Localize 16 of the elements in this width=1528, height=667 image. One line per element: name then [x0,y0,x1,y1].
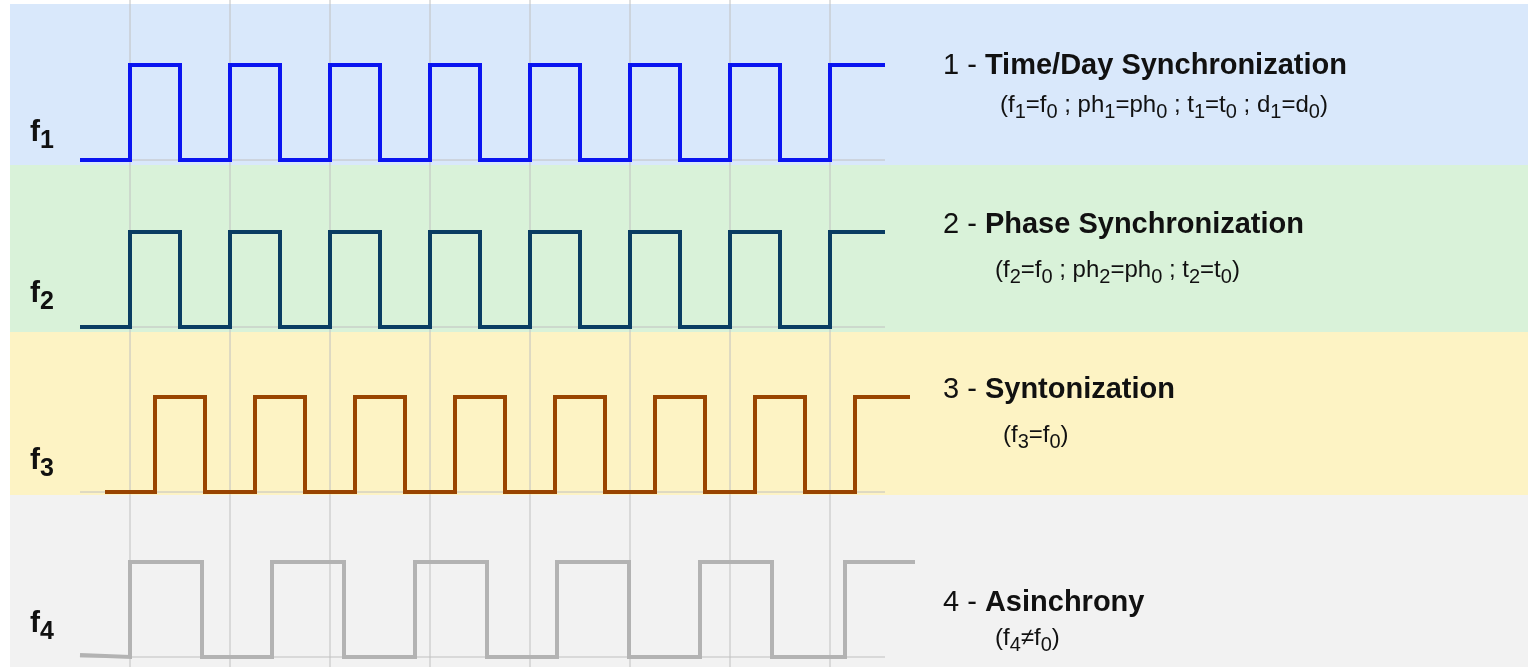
sync-type-heading: 1 - Time/Day Synchronization [943,48,1347,81]
sync-type-heading: 3 - Syntonization [943,372,1175,405]
signal-label: f$_{3}$ [30,442,54,482]
sync-condition: (f$_{4}$≠f$_{0}$) [995,623,1060,656]
signal-band [10,332,1528,495]
sync-condition: (f$_{2}$=f$_{0}$ ; ph$_{2}$=ph$_{0}$ ; t$_{2}$=t$_{0}$) [995,255,1240,288]
signal-band [10,165,1528,332]
signal-label: f$_{4}$ [30,605,54,645]
sync-condition: (f$_{3}$=f$_{0}$) [1003,420,1069,453]
signal-label: f$_{2}$ [30,275,54,315]
signal-label: f$_{1}$ [30,114,54,154]
signal-band [10,4,1528,165]
sync-condition: (f$_{1}$=f$_{0}$ ; ph$_{1}$=ph$_{0}$ ; t$_{1}$=t$_{0}$ ; d$_{1}$=d$_{0}$) [1000,90,1328,123]
sync-type-heading: 2 - Phase Synchronization [943,207,1304,240]
signal-band [10,495,1528,667]
sync-type-heading: 4 - Asinchrony [943,585,1145,618]
